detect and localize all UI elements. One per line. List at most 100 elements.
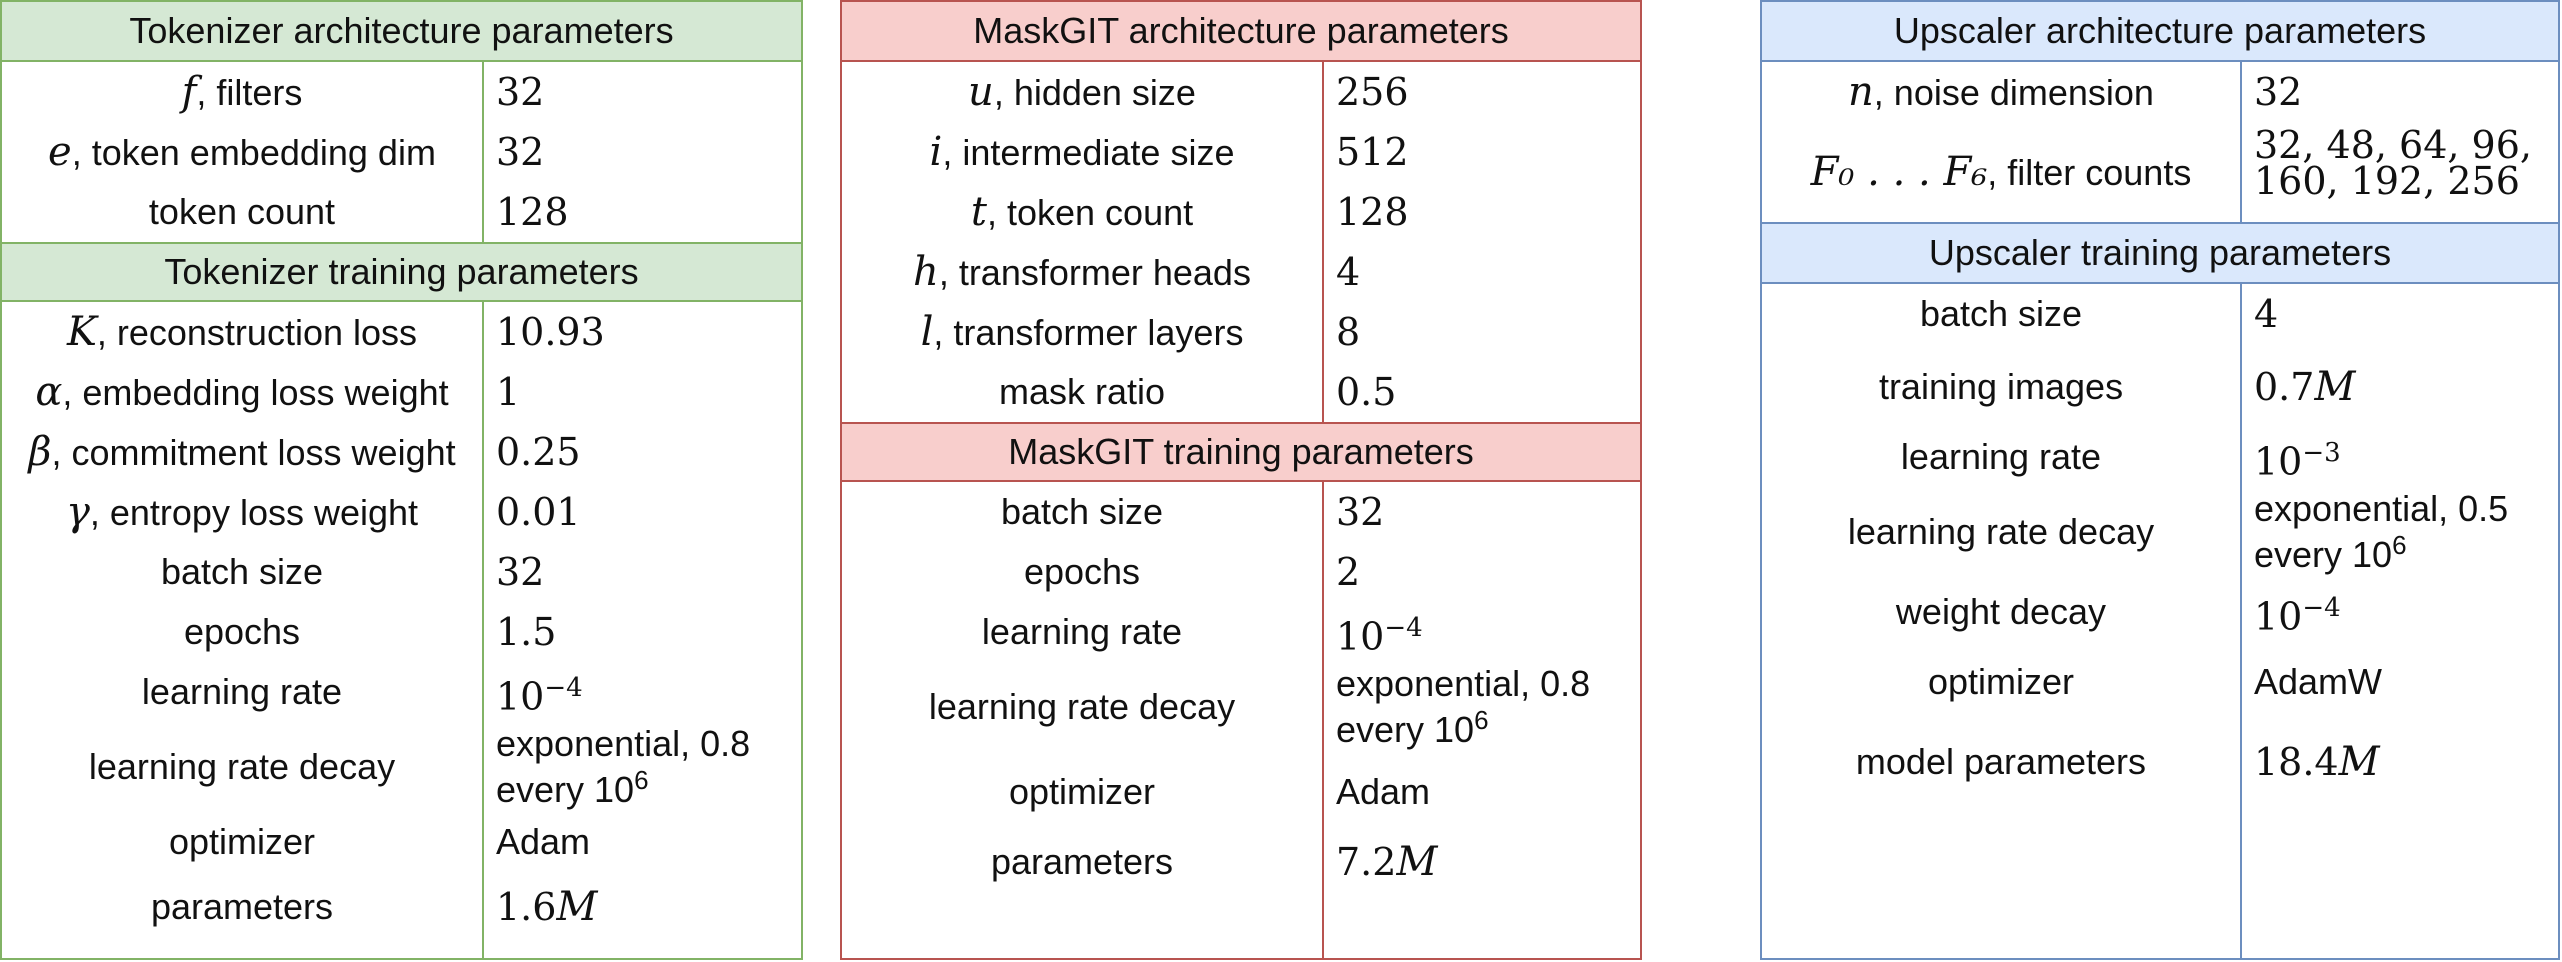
table-row: f, filters 32 (2, 62, 801, 122)
param-label: K, reconstruction loss (66, 309, 418, 355)
table-row: epochs 2 (842, 542, 1640, 602)
param-label: γ, entropy loss weight (65, 489, 419, 535)
table-row: learning rate 10−4 (842, 602, 1640, 662)
param-value: 1.6M (496, 884, 598, 930)
table-row: n, noise dimension 32 (1762, 62, 2558, 122)
param-value: 32 (496, 130, 545, 174)
param-label: batch size (160, 551, 324, 592)
param-label: token count (148, 191, 336, 232)
table-row: K, reconstruction loss 10.93 (2, 302, 801, 362)
param-label: e, token embedding dim (48, 129, 436, 175)
section-title: MaskGIT architecture parameters (973, 10, 1509, 51)
param-label: F₀ . . . F₆, filter counts (1810, 149, 2192, 195)
param-label: learning rate (981, 611, 1183, 652)
table-row: h, transformer heads 4 (842, 242, 1640, 302)
upscaler-train-header: Upscaler training parameters (1762, 222, 2558, 284)
param-value: 2 (1336, 550, 1361, 594)
table-row: l, transformer layers 8 (842, 302, 1640, 362)
param-value: exponential, 0.8 every 106 (1336, 663, 1591, 750)
param-value: 512 (1336, 130, 1409, 174)
param-label: epochs (183, 611, 301, 652)
param-value: 7.2M (1336, 839, 1438, 885)
table-row: batch size 4 (1762, 284, 2558, 344)
param-label: learning rate (141, 671, 343, 712)
table-row: weight decay 10−4 (1762, 582, 2558, 642)
param-label: model parameters (1855, 741, 2147, 782)
table-row: learning rate 10−4 (2, 662, 801, 722)
param-value: AdamW (2254, 661, 2383, 702)
table-row: batch size 32 (842, 482, 1640, 542)
table-row: parameters 1.6M (2, 872, 801, 942)
section-title: Upscaler training parameters (1928, 232, 2392, 273)
param-label: n, noise dimension (1848, 69, 2154, 115)
param-value: 256 (1336, 70, 1409, 114)
param-label: batch size (1919, 293, 2083, 334)
param-label: optimizer (1927, 661, 2075, 702)
section-title: MaskGIT training parameters (1008, 431, 1474, 472)
param-label: training images (1878, 366, 2124, 407)
table-row: γ, entropy loss weight 0.01 (2, 482, 801, 542)
param-value: 32 (496, 550, 545, 594)
param-value: 1.5 (496, 610, 557, 654)
maskgit-train-header: MaskGIT training parameters (842, 422, 1640, 482)
table-row: t, token count 128 (842, 182, 1640, 242)
param-value: 0.5 (1336, 370, 1397, 414)
table-row: token count 128 (2, 182, 801, 242)
param-value: exponential, 0.5 every 106 (2254, 488, 2509, 575)
param-label: optimizer (1008, 771, 1156, 812)
param-label: parameters (990, 841, 1174, 882)
column-divider (2240, 2, 2242, 958)
param-label: weight decay (1895, 591, 2107, 632)
param-label: parameters (150, 886, 334, 927)
param-label: β, commitment loss weight (28, 429, 456, 475)
param-value: 32 (2254, 70, 2303, 114)
table-row: optimizer Adam (2, 812, 801, 872)
param-value: 10−4 (496, 672, 583, 719)
param-label: batch size (1000, 491, 1164, 532)
param-label: u, hidden size (968, 69, 1196, 115)
table-row: F₀ . . . F₆, filter counts 32, 48, 64, 9… (1762, 122, 2558, 222)
tokenizer-panel: Tokenizer architecture parameters f, fil… (0, 0, 803, 960)
param-label: f, filters (181, 69, 303, 115)
table-row: e, token embedding dim 32 (2, 122, 801, 182)
param-value: 0.7M (2254, 364, 2356, 410)
param-label: mask ratio (998, 371, 1166, 412)
param-value: Adam (1336, 771, 1431, 812)
table-row: learning rate decay exponential, 0.5 eve… (1762, 487, 2558, 577)
param-label: learning rate decay (928, 686, 1236, 727)
param-label: learning rate decay (88, 746, 396, 787)
table-row: optimizer Adam (842, 762, 1640, 822)
table-row: training images 0.7M (1762, 352, 2558, 422)
table-row: i, intermediate size 512 (842, 122, 1640, 182)
table-row: u, hidden size 256 (842, 62, 1640, 122)
maskgit-arch-header: MaskGIT architecture parameters (842, 2, 1640, 62)
param-value: 10−4 (2254, 592, 2341, 639)
param-value: 128 (1336, 190, 1409, 234)
param-value: exponential, 0.8 every 106 (496, 723, 751, 810)
param-value: 1 (496, 370, 521, 414)
column-divider (482, 2, 484, 958)
table-row: learning rate decay exponential, 0.8 eve… (2, 722, 801, 812)
table-row: parameters 7.2M (842, 827, 1640, 897)
table-row: mask ratio 0.5 (842, 362, 1640, 422)
param-value: 10.93 (496, 310, 605, 354)
upscaler-panel: Upscaler architecture parameters n, nois… (1760, 0, 2560, 960)
param-label: i, intermediate size (929, 129, 1235, 175)
param-value: 0.25 (496, 430, 581, 474)
param-label: epochs (1023, 551, 1141, 592)
section-title: Tokenizer architecture parameters (129, 10, 674, 51)
param-value: 0.01 (496, 490, 581, 534)
param-label: t, token count (970, 189, 1194, 235)
section-title: Tokenizer training parameters (164, 251, 639, 292)
param-label: α, embedding loss weight (35, 369, 449, 415)
param-value: 10−4 (1336, 612, 1423, 659)
param-value: Adam (496, 821, 591, 862)
table-row: batch size 32 (2, 542, 801, 602)
param-label: learning rate (1900, 436, 2102, 477)
param-label: optimizer (168, 821, 316, 862)
maskgit-panel: MaskGIT architecture parameters u, hidde… (840, 0, 1642, 960)
section-title: Upscaler architecture parameters (1893, 10, 2427, 51)
param-value: 18.4M (2254, 739, 2380, 785)
param-label: l, transformer layers (920, 309, 1244, 355)
param-value: 128 (496, 190, 569, 234)
